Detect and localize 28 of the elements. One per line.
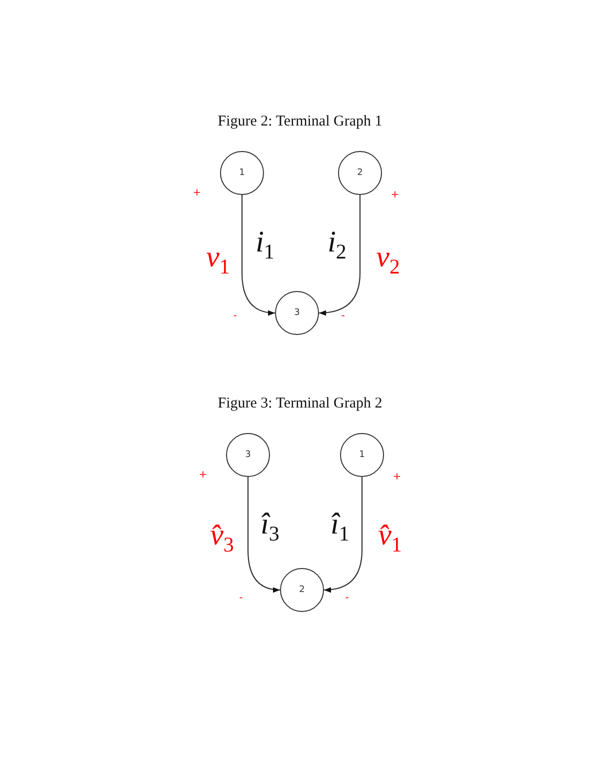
node-circle: 2 — [280, 568, 324, 612]
polarity-sign: + — [392, 472, 402, 482]
edge-label: î$_{1}$ — [330, 507, 350, 547]
polarity-sign: - — [345, 592, 349, 604]
voltage-label: v$_{1}$ — [206, 240, 230, 280]
arrow — [241, 195, 276, 316]
edge-label: i$_{2}$ — [328, 225, 346, 265]
voltage-label: v$_{2}$ — [376, 240, 400, 280]
node-circle: 1 — [340, 433, 384, 477]
polarity-sign: - — [239, 592, 243, 604]
voltage-label: v̂$_{3}$ — [210, 518, 234, 558]
arrow — [324, 477, 363, 592]
edge-label: i$_{1}$ — [256, 225, 274, 265]
node-circle: 1 — [220, 151, 264, 195]
node-circle: 2 — [338, 151, 382, 195]
figure-caption: Figure 3: Terminal Graph 2 — [218, 396, 382, 412]
node-circle: 3 — [226, 433, 270, 477]
edge-label: î$_{3}$ — [260, 507, 280, 547]
polarity-sign: + — [198, 470, 208, 480]
polarity-sign: - — [233, 310, 237, 322]
figure-caption: Figure 2: Terminal Graph 1 — [218, 114, 382, 130]
arrow — [247, 477, 280, 592]
node-circle: 3 — [275, 291, 319, 335]
polarity-sign: - — [341, 310, 345, 322]
voltage-label: v̂$_{1}$ — [378, 518, 402, 558]
polarity-sign: + — [192, 188, 202, 198]
arrow — [318, 195, 361, 316]
polarity-sign: + — [390, 190, 400, 200]
